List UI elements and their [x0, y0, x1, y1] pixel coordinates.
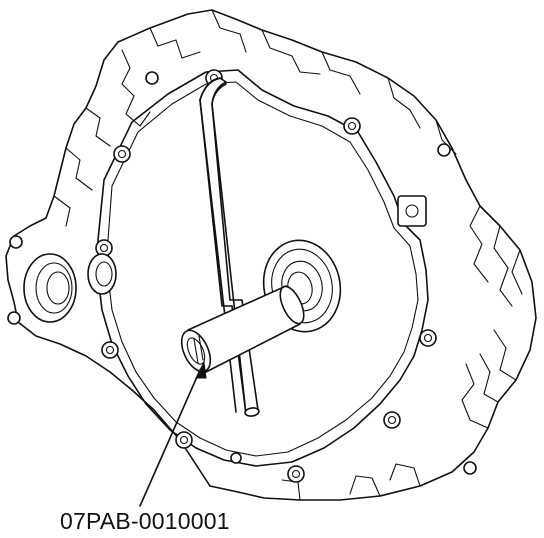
locating-boss [397, 195, 427, 227]
part-number-label: 07PAB-0010001 [60, 508, 230, 534]
flange-face [97, 69, 429, 467]
tool-socket [180, 285, 305, 373]
bolt-bosses [95, 69, 477, 483]
callout-leader-arrow [139, 360, 207, 507]
side-port [7, 235, 117, 325]
transmission-housing [5, 9, 537, 501]
